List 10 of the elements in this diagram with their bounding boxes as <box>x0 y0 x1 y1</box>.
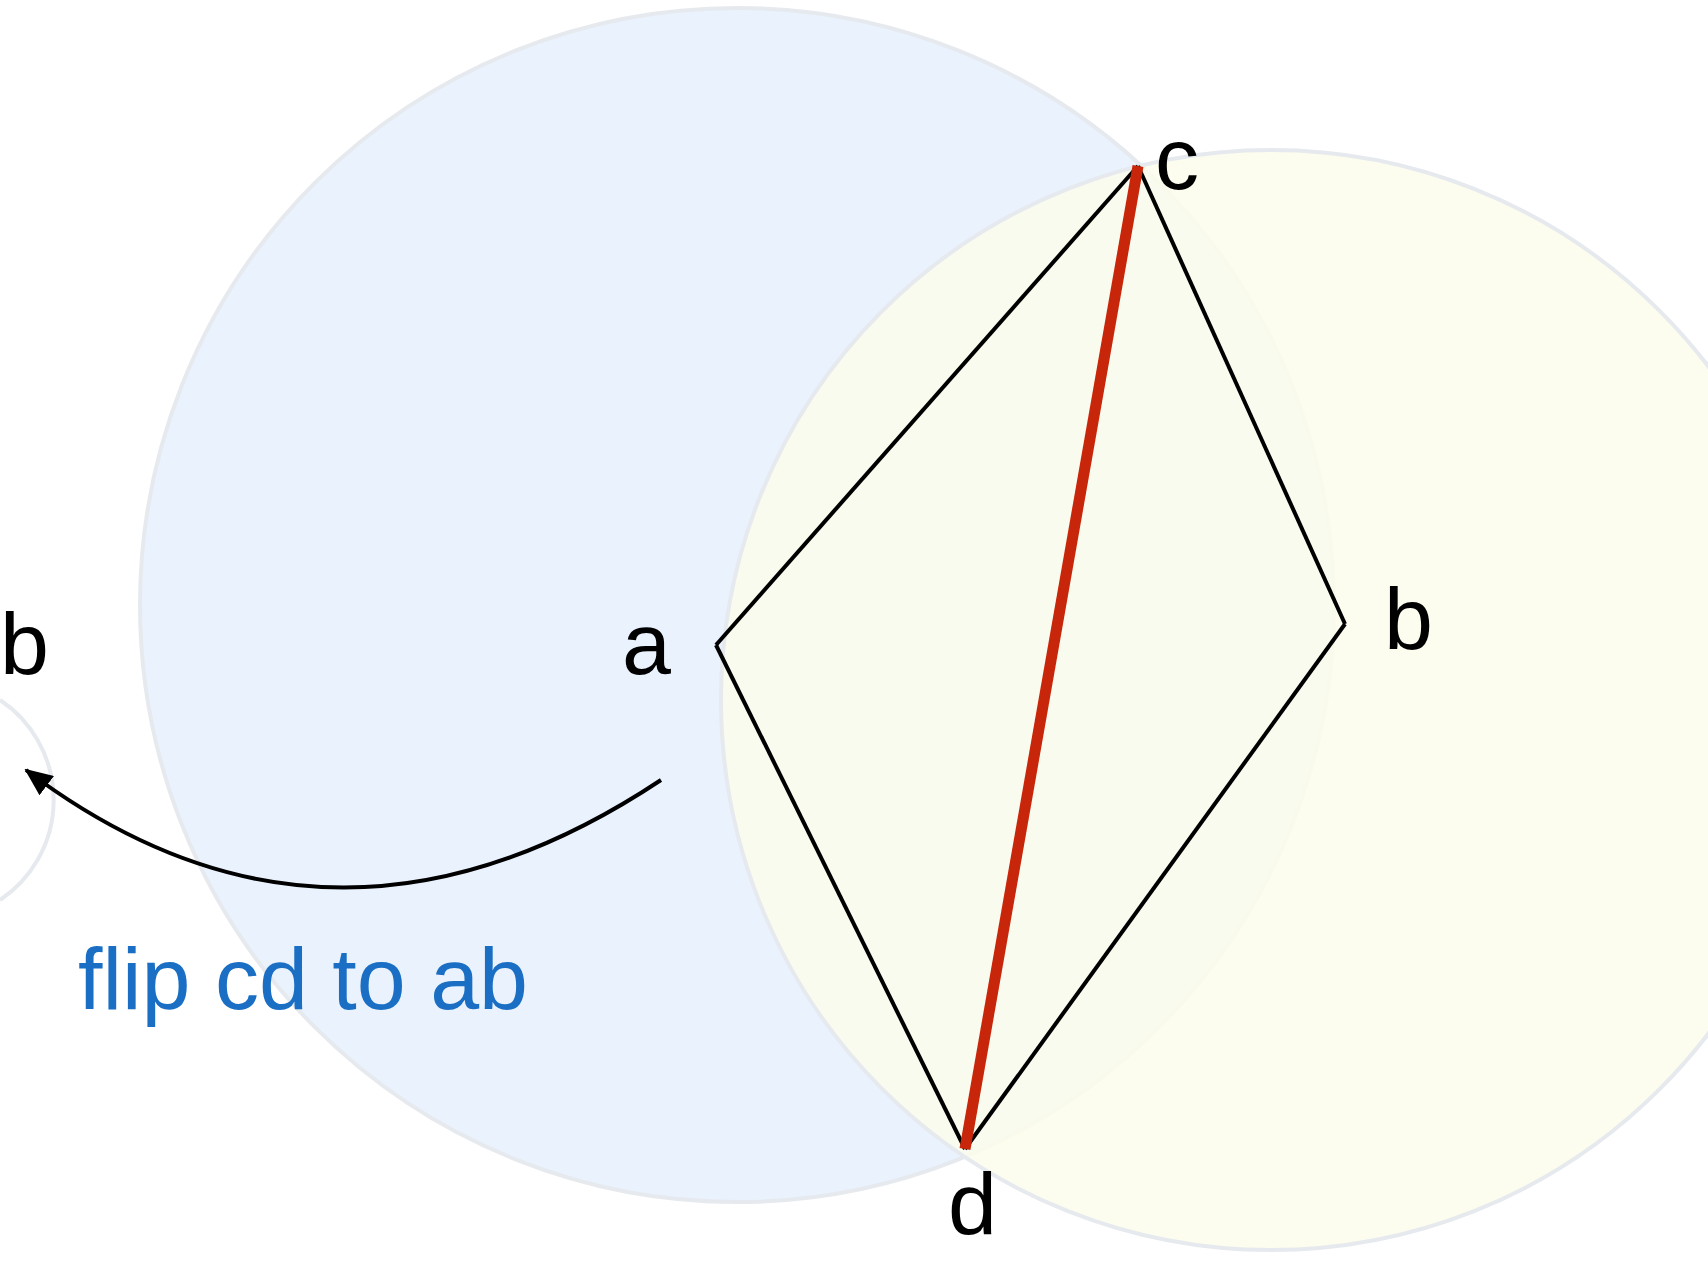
vertex-label: b <box>0 600 49 688</box>
triangle-edge <box>714 644 967 1150</box>
vertex-label: d <box>948 1160 997 1248</box>
triangle-edge <box>714 164 1140 647</box>
vertex-label: a <box>622 600 671 688</box>
vertex-label: c <box>1155 115 1199 203</box>
highlighted-edge <box>959 165 1144 1150</box>
triangle-edge <box>963 622 1347 1151</box>
triangle-edge <box>1136 165 1347 625</box>
vertex-label: b <box>1384 575 1433 663</box>
